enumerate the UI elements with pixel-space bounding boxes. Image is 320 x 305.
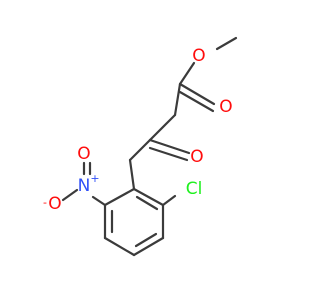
ring-bond-1 [132,187,165,207]
atom-ketone-o: O [190,147,203,167]
bond-ch2-ketone [148,113,177,142]
bond-methyl-o [215,36,238,51]
ring-bond-4 [103,236,136,257]
ring-inner-double-2 [134,232,158,248]
bond-ester-carbonyl-double-2 [178,90,215,113]
bond-o-ester-carbon [178,61,196,86]
atom-ester-methoxy-o: O [192,46,205,66]
bond-ketone-double-1 [148,138,191,155]
bond-ch2-ring [128,158,136,191]
ring-bond-6 [103,187,136,207]
bond-ester-ch2 [173,82,182,117]
bond-ketone-ch2 [128,138,152,162]
molecule-structure: O O O N + O O - Cl [43,36,238,257]
nitro-n-charge: + [90,172,99,185]
bond-ester-carbonyl-double-1 [178,82,216,106]
atom-chlorine: Cl [186,179,203,199]
ring-inner-double-1 [135,195,159,211]
atom-ester-carbonyl-o: O [219,97,232,117]
atom-nitro-n: N [78,176,91,196]
bond-ketone-double-2 [148,146,189,162]
nitro-o-charge: - [43,196,47,209]
structure-canvas: O O O N + O O - Cl [43,36,238,257]
atom-nitro-o-single: O [48,194,61,214]
bond-n-o-single [61,188,79,202]
atom-nitro-o-double: O [77,144,90,164]
bond-ring-n [91,195,107,207]
ring-bond-3 [132,236,165,257]
bond-ring-cl [161,194,177,207]
